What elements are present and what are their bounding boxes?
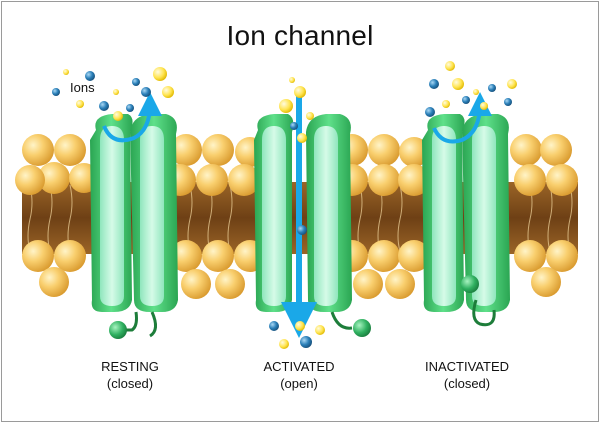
ions-inactivated (425, 61, 517, 117)
ion-arrow-resting (102, 92, 162, 143)
channel-resting (90, 114, 178, 338)
ion-arrow-inactivated (432, 92, 492, 144)
state-name: INACTIVATED (424, 359, 510, 374)
channel-inactivated (422, 114, 510, 327)
ions-activated (269, 77, 325, 349)
channel-activated (254, 114, 353, 330)
gate-ball-inactivated (461, 275, 479, 293)
state-name: ACTIVATED (263, 359, 335, 374)
ions-label: Ions (70, 80, 95, 95)
ions-resting (52, 67, 174, 121)
gate-ball-activated (353, 319, 371, 337)
state-label-inactivated: INACTIVATED (closed) (382, 358, 552, 392)
state-status: (open) (280, 376, 318, 391)
state-label-resting: RESTING (closed) (45, 358, 215, 392)
state-status: (closed) (106, 376, 154, 391)
state-label-activated: ACTIVATED (open) (214, 358, 384, 392)
gate-ball-resting (109, 321, 127, 339)
page-title: Ion channel (226, 20, 374, 51)
state-status: (closed) (443, 376, 491, 391)
state-name: RESTING (101, 359, 159, 374)
